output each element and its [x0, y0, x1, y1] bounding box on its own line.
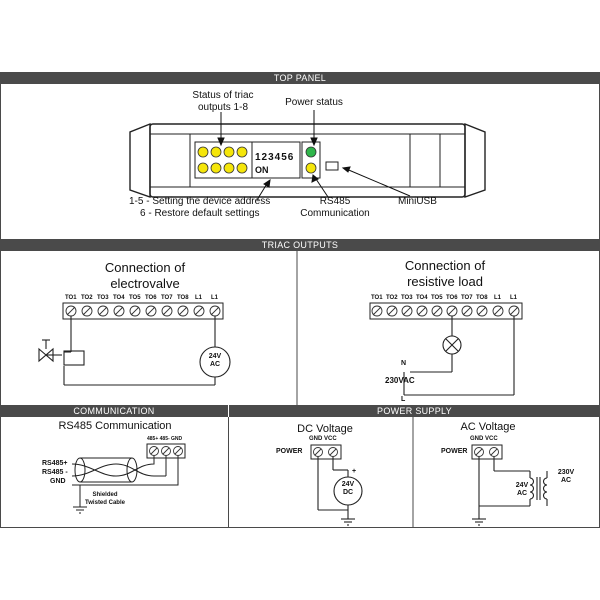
ac-secondary-24v: 24V [515, 482, 529, 489]
terminal-label-to5-right: TO5 [431, 295, 443, 301]
wire-label-gnd: GND [50, 478, 66, 485]
ac-wiring [472, 457, 548, 526]
voltage-label: 230VAC [385, 376, 415, 385]
cable-label-2: Twisted Cable [85, 500, 125, 506]
terminal-screws-left [65, 305, 221, 317]
ac-voltage-title: AC Voltage [460, 421, 516, 433]
power-led [305, 146, 317, 158]
terminal-label-to4-right: TO4 [416, 295, 428, 301]
terminal-label-to4-left: TO4 [113, 295, 125, 301]
ac-source-24v: 24V [208, 353, 222, 360]
triac-led-8 [236, 162, 248, 174]
rs485-led [305, 162, 317, 174]
address-note-2: 6 - Restore default settings [140, 208, 260, 219]
device-top-view [129, 122, 486, 198]
triac-led-3 [223, 146, 235, 158]
terminal-label-to6-right: TO6 [446, 295, 458, 301]
line-label: L [401, 396, 406, 403]
electrovalve-title-1: Connection of [104, 260, 186, 275]
triac-led-5 [197, 162, 209, 174]
electrovalve-title-2: electrovalve [110, 276, 180, 291]
dc-plus-sign: + [352, 468, 357, 475]
terminal-label-to3-right: TO3 [401, 295, 413, 301]
section-bar-triac-outputs: TRIAC OUTPUTS [0, 239, 600, 251]
triac-led-1 [197, 146, 209, 158]
terminal-screws-right [371, 305, 520, 317]
dc-terminal-screws [313, 447, 338, 457]
terminal-label-to7-left: TO7 [161, 295, 173, 301]
wiring-drawing [0, 72, 600, 528]
terminal-label-to8-right: TO8 [476, 295, 488, 301]
comm-terminal-labels: 485+ 485- GND [147, 436, 183, 442]
cable-label-1: Shielded [92, 492, 118, 498]
triac-status-leds [197, 146, 317, 174]
triac-led-7 [223, 162, 235, 174]
status-triac-label-1: Status of triac [192, 90, 254, 101]
rs485-comm-title: RS485 Communication [58, 420, 172, 432]
wiring-sheet: TOP PANEL TRIAC OUTPUTS COMMUNICATION PO… [0, 72, 600, 528]
resistive-title-2: resistive load [407, 274, 483, 289]
neutral-label: N [401, 360, 407, 367]
address-note-1: 1-5 - Setting the device address [129, 196, 271, 207]
terminal-label-to1-left: TO1 [65, 295, 77, 301]
terminal-label-l1b-right: L1 [510, 295, 518, 301]
status-triac-label-2: outputs 1-8 [197, 102, 249, 113]
ac-terminal-labels: GND VCC [470, 436, 498, 442]
terminal-label-l1b-left: L1 [211, 295, 219, 301]
section-bar-power-supply: POWER SUPPLY [229, 405, 600, 417]
terminal-label-l1a-left: L1 [195, 295, 203, 301]
miniusb-label: MiniUSB [398, 196, 437, 207]
terminal-label-to7-right: TO7 [461, 295, 473, 301]
resistive-title-1: Connection of [404, 258, 486, 273]
dc-source-24v: 24V [341, 481, 355, 488]
triac-led-2 [210, 146, 222, 158]
terminal-label-to5-left: TO5 [129, 295, 141, 301]
terminal-label-to3-left: TO3 [97, 295, 109, 301]
wire-label-rs485-minus: RS485 - [42, 469, 68, 476]
triac-led-4 [236, 146, 248, 158]
terminal-label-to6-left: TO6 [145, 295, 157, 301]
resistive-load-wiring [403, 316, 515, 396]
rs485-label-2: Communication [300, 208, 370, 219]
shielded-cable [71, 456, 179, 514]
rs485-label-1: RS485 [319, 196, 351, 207]
terminal-label-to2-right: TO2 [386, 295, 398, 301]
terminal-label-to2-left: TO2 [81, 295, 93, 301]
dc-power-label: POWER [276, 448, 303, 455]
comm-terminal-screws [149, 446, 183, 456]
section-bar-top-panel: TOP PANEL [0, 72, 600, 84]
dc-voltage-title: DC Voltage [297, 423, 353, 435]
ac-terminal-screws [474, 447, 499, 457]
dc-wiring [317, 457, 363, 526]
section-bar-communication: COMMUNICATION [0, 405, 228, 417]
dip-switch-on: ON [255, 165, 269, 175]
triac-led-6 [210, 162, 222, 174]
ac-primary-230v: 230V [557, 469, 575, 476]
ac-secondary-ac: AC [516, 490, 528, 497]
top-panel-callouts [217, 110, 411, 201]
dc-terminal-labels: GND VCC [309, 436, 337, 442]
terminal-label-l1a-right: L1 [494, 295, 502, 301]
electrovalve-wiring [38, 316, 231, 386]
terminal-label-to8-left: TO8 [177, 295, 189, 301]
power-status-label: Power status [285, 97, 343, 108]
wire-label-rs485-plus: RS485+ [42, 460, 68, 467]
dip-switch-numbers: 123456 [255, 152, 295, 163]
ac-primary-ac: AC [560, 477, 572, 484]
ac-power-label: POWER [441, 448, 468, 455]
terminal-label-to1-right: TO1 [371, 295, 383, 301]
dc-source-dc: DC [342, 489, 354, 496]
ac-source-ac: AC [209, 361, 221, 368]
